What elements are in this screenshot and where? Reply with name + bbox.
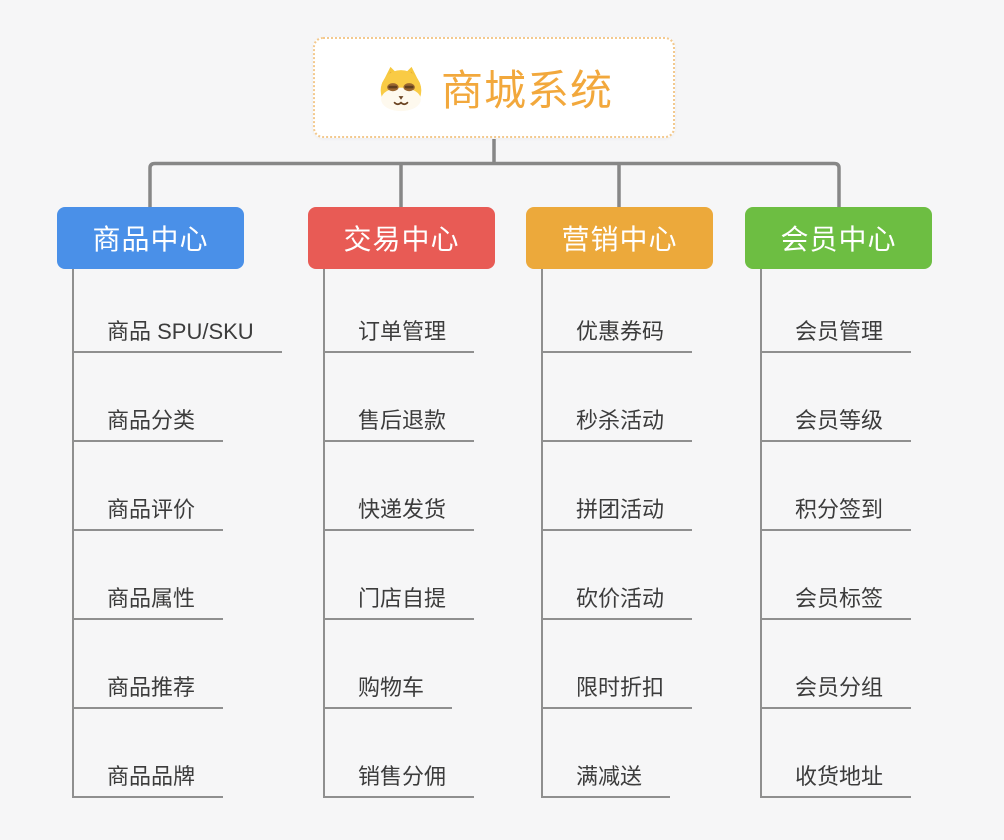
topic-node[interactable]: 限时折扣 (543, 620, 693, 709)
branch-member-children: 会员管理 会员等级 积分签到 会员标签 会员分组 收货地址 (760, 269, 995, 798)
shiba-dog-icon (380, 66, 422, 111)
topic-node[interactable]: 会员标签 (762, 531, 912, 620)
topic-node[interactable]: 商品品牌 (74, 709, 224, 798)
root-node[interactable]: 商城系统 (313, 37, 675, 138)
topic-node[interactable]: 会员管理 (762, 269, 912, 353)
topic-node[interactable]: 订单管理 (325, 269, 475, 353)
topic-node[interactable]: 快递发货 (325, 442, 475, 531)
branch-trade-children: 订单管理 售后退款 快递发货 门店自提 购物车 销售分佣 (323, 269, 558, 798)
topic-node[interactable]: 商品推荐 (74, 620, 224, 709)
topic-node[interactable]: 收货地址 (762, 709, 912, 798)
branch-marketing: 营销中心 优惠券码 秒杀活动 拼团活动 砍价活动 限时折扣 满减送 (526, 207, 776, 798)
branch-node-trade[interactable]: 交易中心 (308, 207, 495, 269)
topic-node[interactable]: 门店自提 (325, 531, 475, 620)
topic-node[interactable]: 商品分类 (74, 353, 224, 442)
branch-node-product[interactable]: 商品中心 (57, 207, 244, 269)
root-node-title: 商城系统 (440, 67, 613, 114)
topic-node[interactable]: 会员分组 (762, 620, 912, 709)
topic-node[interactable]: 商品 SPU/SKU (74, 269, 282, 353)
topic-node[interactable]: 商品评价 (74, 442, 224, 531)
branch-node-marketing[interactable]: 营销中心 (526, 207, 713, 269)
branch-member: 会员中心 会员管理 会员等级 积分签到 会员标签 会员分组 收货地址 (745, 207, 995, 798)
topic-node[interactable]: 商品属性 (74, 531, 224, 620)
branch-product-children: 商品 SPU/SKU 商品分类 商品评价 商品属性 商品推荐 商品品牌 (72, 269, 307, 798)
topic-node[interactable]: 砍价活动 (543, 531, 693, 620)
topic-node[interactable]: 销售分佣 (325, 709, 475, 798)
branch-node-member[interactable]: 会员中心 (745, 207, 932, 269)
topic-node[interactable]: 优惠券码 (543, 269, 693, 353)
topic-node[interactable]: 秒杀活动 (543, 353, 693, 442)
topic-node[interactable]: 购物车 (325, 620, 453, 709)
branch-marketing-children: 优惠券码 秒杀活动 拼团活动 砍价活动 限时折扣 满减送 (541, 269, 776, 798)
branch-product: 商品中心 商品 SPU/SKU 商品分类 商品评价 商品属性 商品推荐 商品品牌 (57, 207, 307, 798)
topic-node[interactable]: 满减送 (543, 709, 671, 798)
topic-node[interactable]: 售后退款 (325, 353, 475, 442)
topic-node[interactable]: 积分签到 (762, 442, 912, 531)
branch-trade: 交易中心 订单管理 售后退款 快递发货 门店自提 购物车 销售分佣 (308, 207, 558, 798)
topic-node[interactable]: 拼团活动 (543, 442, 693, 531)
topic-node[interactable]: 会员等级 (762, 353, 912, 442)
